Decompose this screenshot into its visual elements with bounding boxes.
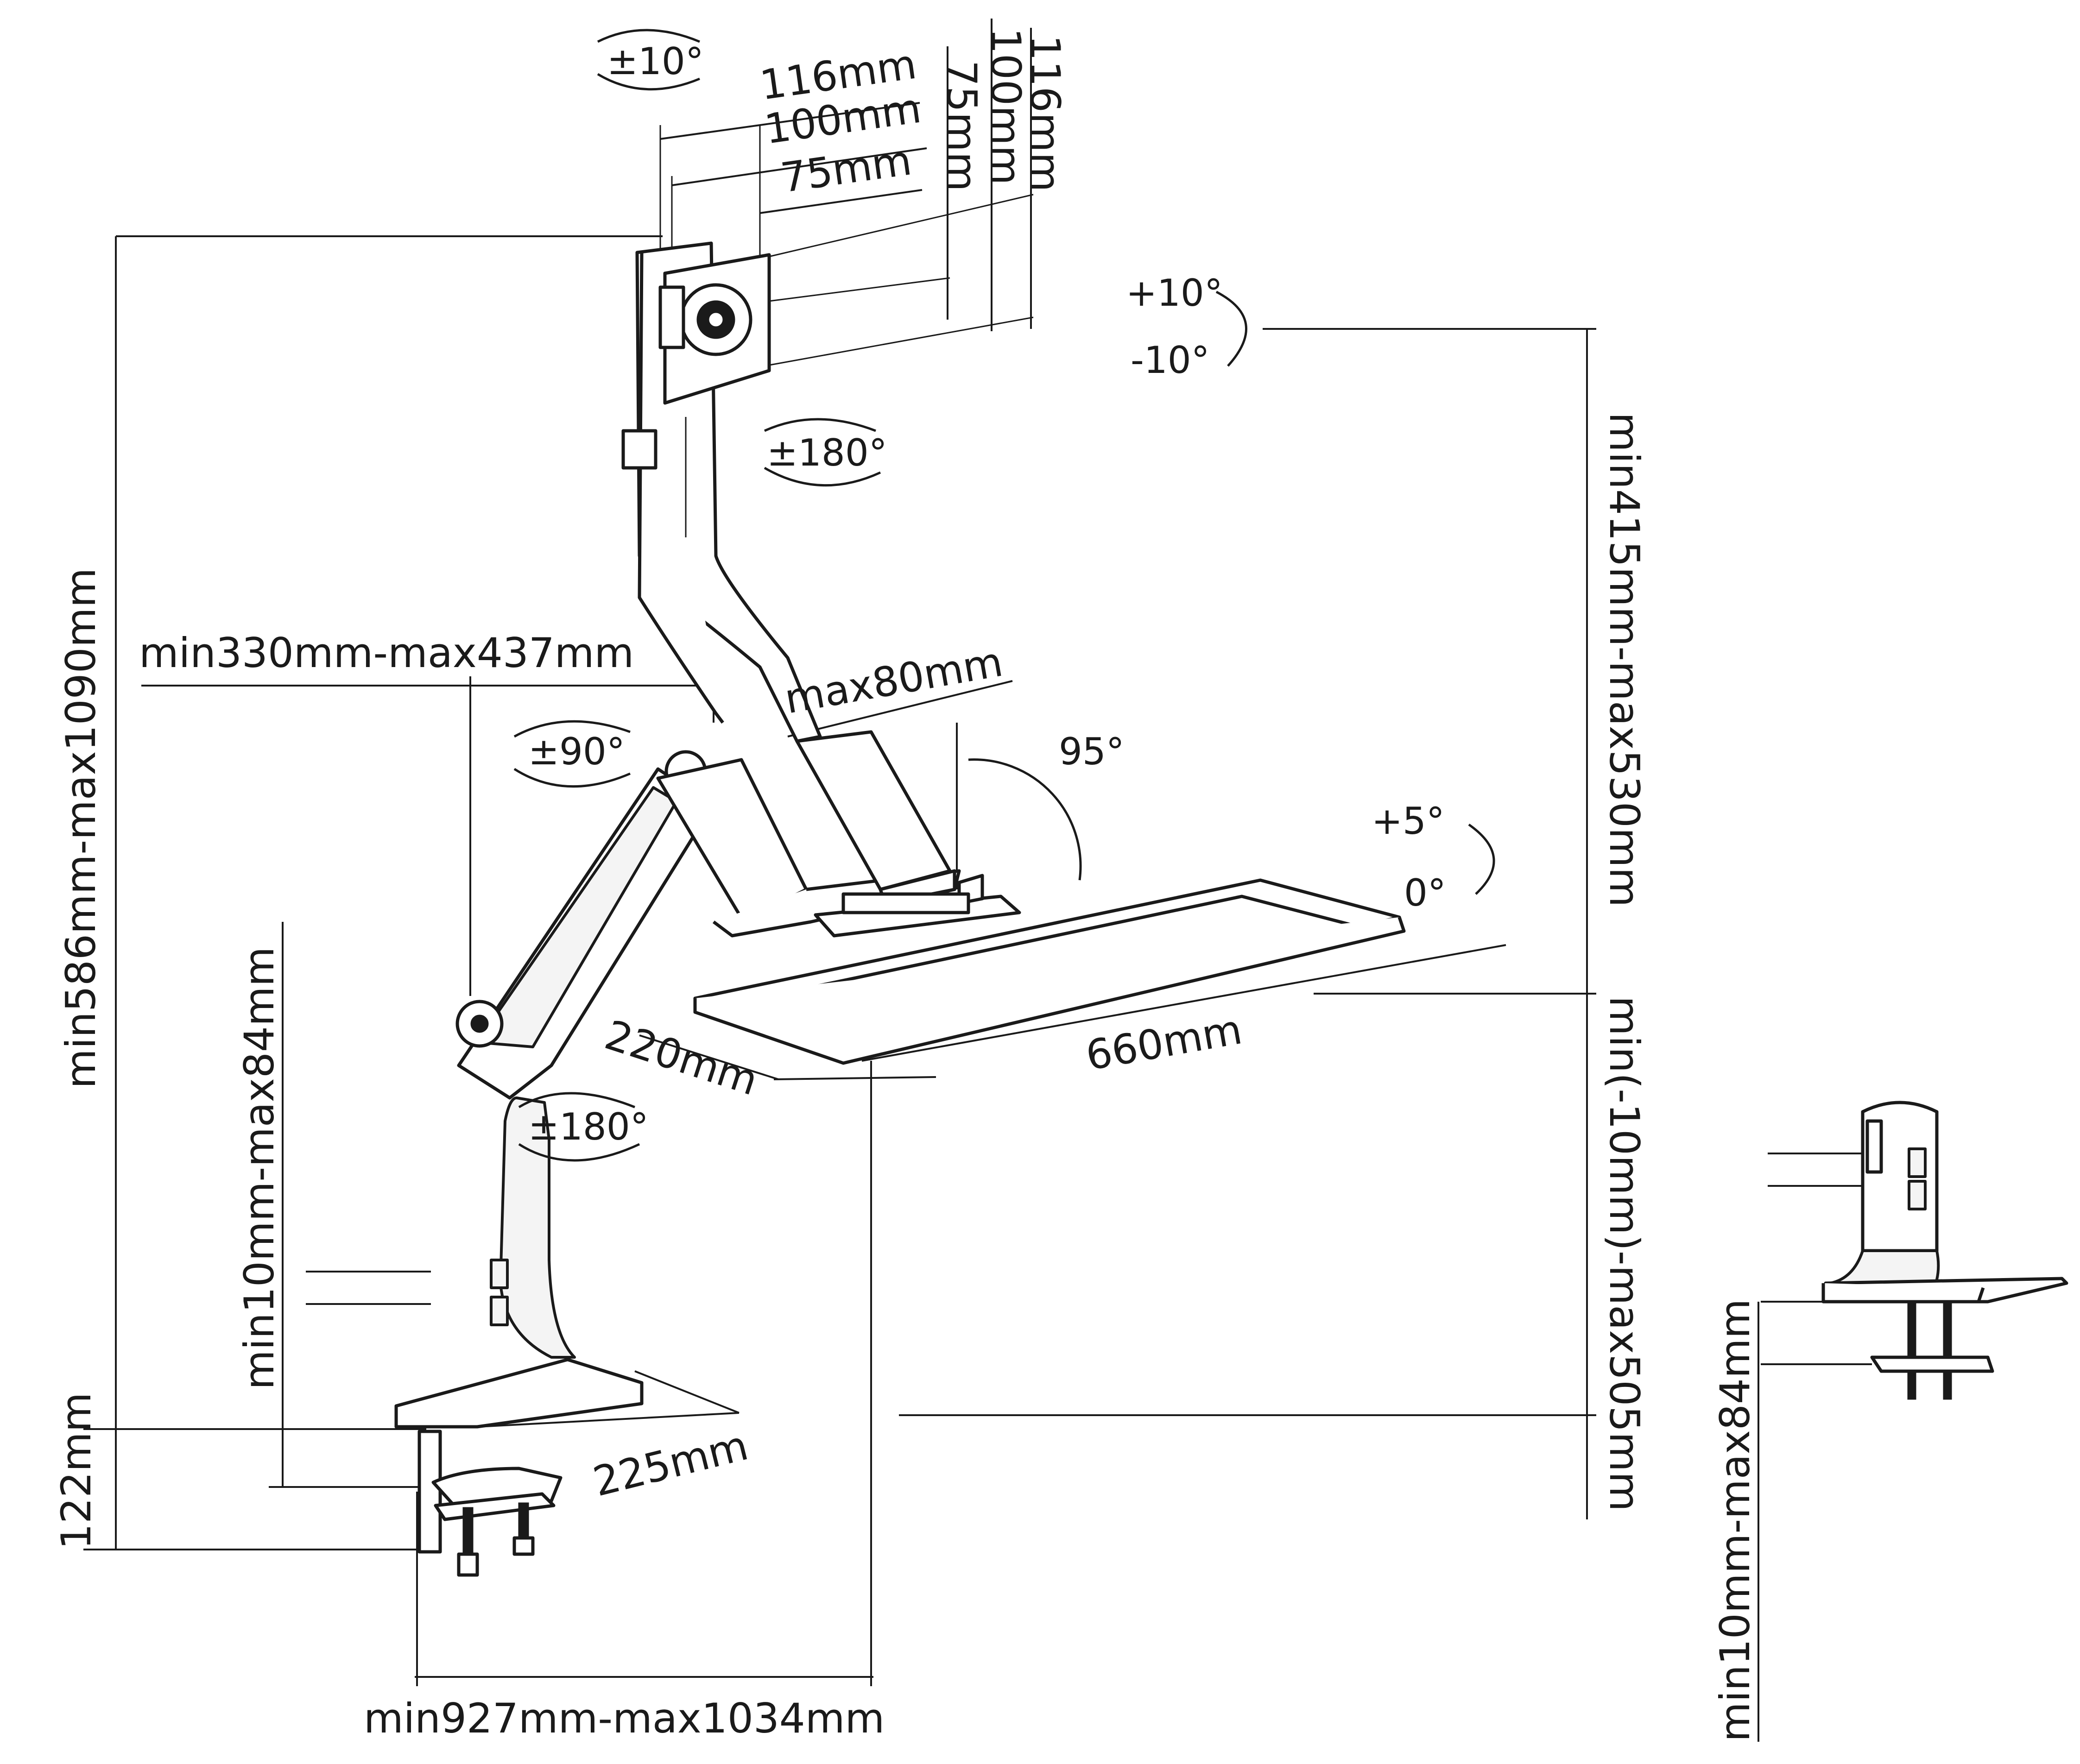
tray-to-desk-label: min(-10mm)-max505mm [1600, 996, 1648, 1512]
vesa-rotation-label: ±180° [767, 431, 887, 474]
keyboard-tilt-down-label: -10° [1131, 339, 1210, 382]
arm-reach-label: min330mm-max437mm [139, 629, 634, 677]
alt-clamp-view [1758, 1101, 2068, 1742]
vesa-v-100-label: 100mm [982, 28, 1030, 185]
vesa-v-75-label: 75mm [938, 60, 986, 191]
clamp-range-label: min10mm-max84mm [235, 947, 283, 1390]
vesa-v-116-label: 116mm [1021, 35, 1069, 192]
clamp-range-alt-label: min10mm-max84mm [1711, 1299, 1759, 1742]
arm-angle-label: 95° [1059, 730, 1125, 773]
keyboard-tilt-up-label: +10° [1126, 271, 1223, 315]
tray-tilt-up-label: +5° [1372, 800, 1445, 843]
total-height-label: min586mm-max1090mm [57, 568, 105, 1089]
arm-swivel-lower-label: ±180° [528, 1105, 649, 1148]
monitor-arm-drawing [306, 241, 1406, 1577]
vesa-tilt-label: ±10° [607, 40, 704, 83]
arm-swivel-upper-label: ±90° [528, 730, 625, 773]
base-depth-label: 225mm [588, 1421, 752, 1506]
tray-tilt-zero-label: 0° [1404, 871, 1446, 914]
dimension-lines [83, 19, 1596, 1686]
overall-reach-label: min927mm-max1034mm [364, 1695, 885, 1742]
monitor-to-tray-label: min415mm-max530mm [1600, 412, 1648, 907]
base-height-label: 122mm [52, 1392, 100, 1550]
